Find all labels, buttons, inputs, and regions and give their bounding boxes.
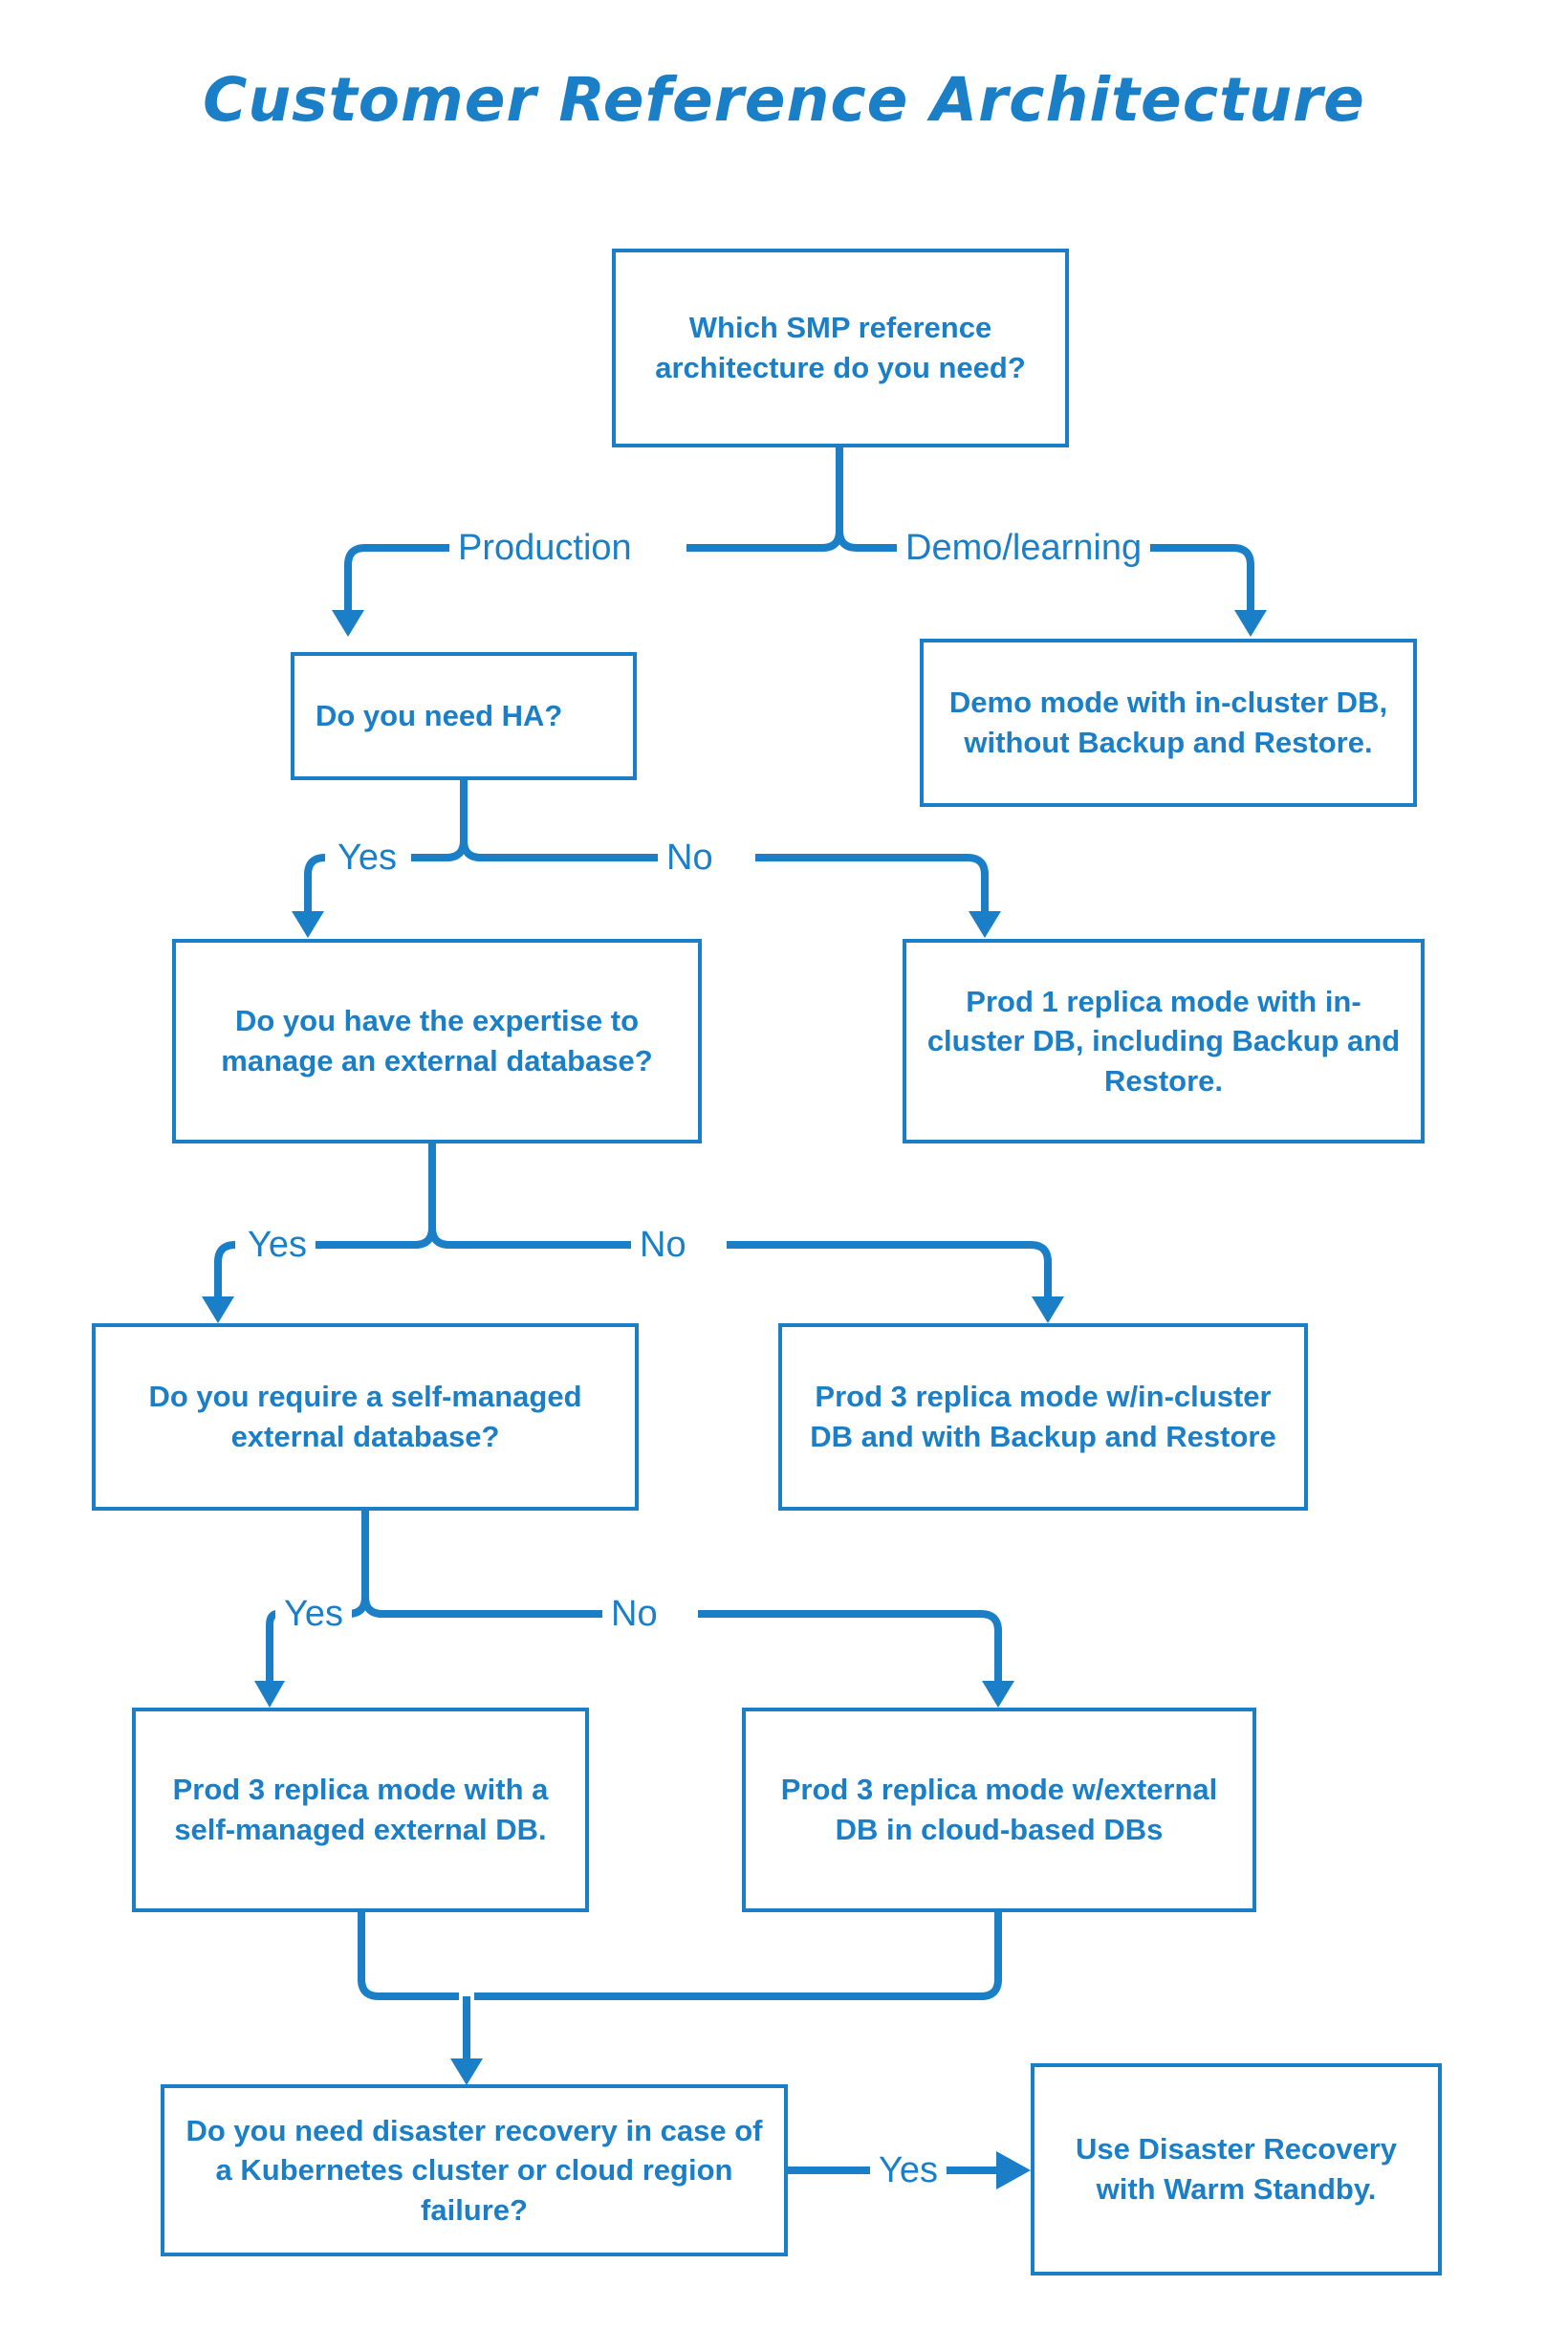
arrowhead-ha-no — [969, 911, 1001, 938]
edge-self-down-right — [361, 1596, 602, 1618]
arrowhead-exp-no — [1032, 1296, 1064, 1323]
arrowhead-merge — [450, 2058, 483, 2085]
edge-label-selfmanaged-yes: Yes — [275, 1596, 352, 1632]
edge-label-ha-no: No — [658, 839, 722, 876]
node-label: Demo mode with in-cluster DB, without Ba… — [948, 686, 1388, 759]
arrowhead-self-no — [982, 1681, 1014, 1708]
edge-merge-right — [474, 1912, 1002, 2000]
edge-exp-yes-down — [214, 1241, 236, 1298]
edge-label-demo-learning: Demo/learning — [897, 530, 1151, 566]
edge-exp-down-left — [316, 1143, 436, 1249]
edge-root-to-split-right — [836, 530, 897, 552]
edge-ha-no-down — [755, 854, 989, 913]
page-title: Customer Reference Architecture — [203, 65, 1365, 135]
arrowhead-exp-yes — [202, 1296, 234, 1323]
edge-label-production: Production — [449, 530, 641, 566]
edge-label-expertise-no: No — [631, 1227, 695, 1263]
edge-exp-no-down — [727, 1241, 1052, 1298]
edge-ha-down-right — [460, 839, 658, 861]
edge-self-no-down — [698, 1610, 1002, 1683]
node-do-you-have-expertise-external-database[interactable]: Do you have the expertise to manage an e… — [172, 939, 702, 1143]
edge-production-down — [344, 544, 366, 612]
node-do-you-need-disaster-recovery[interactable]: Do you need disaster recovery in case of… — [161, 2084, 788, 2256]
arrowhead-production — [332, 610, 364, 637]
node-label: Do you need disaster recovery in case of… — [185, 2113, 763, 2227]
node-do-you-need-ha[interactable]: Do you need HA? — [291, 652, 637, 780]
edge-exp-down-right — [428, 1227, 631, 1249]
node-label: Prod 1 replica mode with in-cluster DB, … — [926, 984, 1401, 1098]
node-label: Do you need HA? — [316, 699, 563, 733]
node-label: Which SMP reference architecture do you … — [655, 311, 1026, 384]
edge-label-expertise-yes: Yes — [239, 1227, 316, 1263]
edge-label-ha-yes: Yes — [329, 839, 405, 876]
arrowhead-dr-yes — [996, 2151, 1031, 2189]
edge-ha-yes-down — [304, 854, 326, 913]
arrowhead-demo — [1234, 610, 1267, 637]
node-do-you-require-self-managed-external-database[interactable]: Do you require a self-managed external d… — [92, 1323, 639, 1511]
node-label: Use Disaster Recovery with Warm Standby. — [1075, 2132, 1398, 2206]
edge-ha-down-left — [411, 780, 468, 861]
node-label: Do you have the expertise to manage an e… — [221, 1004, 653, 1078]
node-label: Prod 3 replica mode w/external DB in clo… — [780, 1773, 1218, 1846]
arrowhead-ha-yes — [292, 911, 324, 938]
edge-merge-left — [358, 1912, 459, 2000]
edge-root-to-split-left — [686, 447, 843, 552]
node-label: Do you require a self-managed external d… — [148, 1380, 582, 1453]
edge-label-selfmanaged-no: No — [602, 1596, 666, 1632]
node-use-disaster-recovery-warm-standby[interactable]: Use Disaster Recovery with Warm Standby. — [1031, 2063, 1442, 2276]
node-label: Prod 3 replica mode w/in-cluster DB and … — [810, 1380, 1276, 1453]
node-prod-3-replica-mode-cloud-based-dbs[interactable]: Prod 3 replica mode w/external DB in clo… — [742, 1708, 1256, 1912]
node-prod-3-replica-mode-self-managed-external-db[interactable]: Prod 3 replica mode with a self-managed … — [132, 1708, 589, 1912]
edge-label-dr-yes: Yes — [870, 2152, 947, 2188]
arrowhead-self-yes — [254, 1681, 285, 1708]
node-which-smp-reference-architecture[interactable]: Which SMP reference architecture do you … — [612, 249, 1069, 447]
node-demo-mode-in-cluster-db[interactable]: Demo mode with in-cluster DB, without Ba… — [920, 639, 1417, 807]
node-prod-3-replica-mode-in-cluster-db[interactable]: Prod 3 replica mode w/in-cluster DB and … — [778, 1323, 1308, 1511]
node-label: Prod 3 replica mode with a self-managed … — [172, 1773, 549, 1846]
node-prod-1-replica-mode[interactable]: Prod 1 replica mode with in-cluster DB, … — [903, 939, 1425, 1143]
